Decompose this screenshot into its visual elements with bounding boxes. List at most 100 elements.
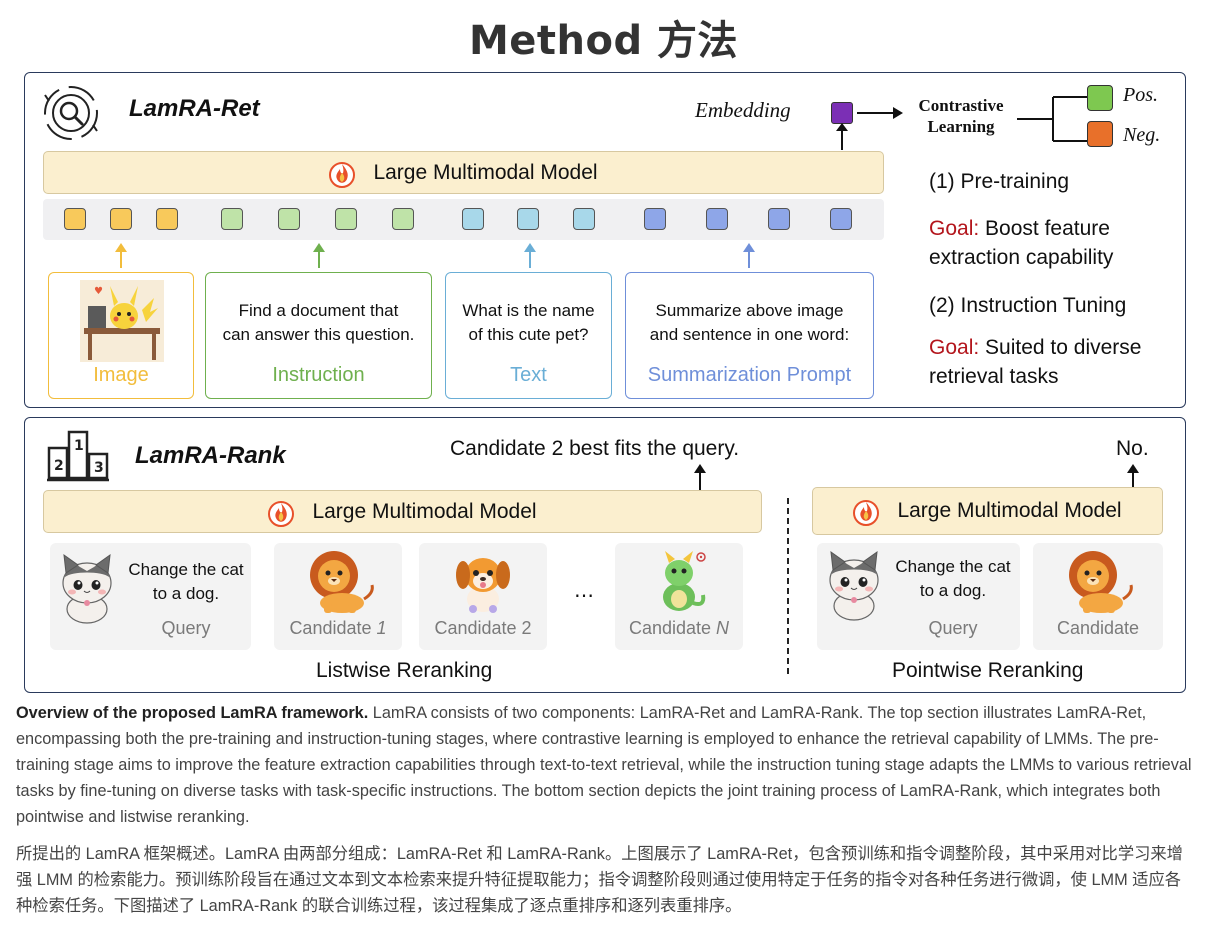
candidate-1-label: Candidate 1	[274, 618, 402, 639]
text-arrow	[524, 243, 536, 268]
pointwise-query-card: Change the cat to a dog. Query	[817, 543, 1020, 650]
candidate-2-card: Candidate 2	[419, 543, 547, 650]
pointwise-candidate-card: Candidate	[1033, 543, 1163, 650]
pikachu-image: ♥	[80, 280, 164, 362]
fire-icon	[329, 161, 356, 188]
image-input-box: ♥ Image	[48, 272, 194, 399]
instruction-label: Instruction	[272, 364, 365, 386]
embedding-token	[831, 102, 853, 124]
negative-label: Neg.	[1123, 124, 1161, 146]
embedding-label: Embedding	[695, 98, 791, 122]
image-token	[156, 208, 178, 230]
summarization-token	[706, 208, 728, 230]
svg-text:3: 3	[94, 460, 104, 476]
summarization-text-line-2: and sentence in one word:	[649, 325, 850, 344]
candidate-1-number: 1	[376, 618, 387, 638]
text-input-line-2: of this cute pet?	[468, 325, 589, 344]
image-arrow	[115, 243, 127, 268]
pointwise-output: No.	[1116, 437, 1149, 460]
summarization-arrow	[743, 243, 755, 268]
cat-image	[829, 550, 879, 621]
goal-2-line-2: retrieval tasks	[929, 365, 1059, 388]
pointwise-query-text-line-1: Change the cat	[895, 557, 1011, 576]
goal-1-line-2: extraction capability	[929, 246, 1114, 269]
candidate-n-word: Candidate	[628, 618, 712, 638]
pointwise-query-text-line-2: to a dog.	[919, 581, 987, 600]
goal-1-word: Goal:	[929, 217, 980, 240]
image-token	[110, 208, 132, 230]
pointwise-query-text: Change the cat to a dog.	[889, 555, 1017, 603]
summarization-text-line-1: Summarize above image	[655, 301, 844, 320]
podium-icon: 2 1 3	[47, 430, 109, 482]
text-token	[517, 208, 539, 230]
summarization-input-box: Summarize above image and sentence in on…	[625, 272, 874, 399]
listwise-reranking-label: Listwise Reranking	[316, 659, 493, 682]
summarization-token	[644, 208, 666, 230]
fire-icon	[268, 500, 295, 527]
pointwise-llm-bar: Large Multimodal Model	[812, 487, 1163, 535]
contrastive-line-2: Learning	[927, 117, 995, 136]
caption-body: LamRA consists of two components: LamRA-…	[16, 704, 1192, 826]
candidate-1-word: Candidate	[289, 618, 372, 638]
stage-pretraining: (1) Pre-training	[929, 170, 1070, 193]
pointwise-output-arrow	[1127, 464, 1139, 489]
instruction-token	[335, 208, 357, 230]
instruction-token	[392, 208, 414, 230]
listwise-output-arrow	[694, 464, 706, 491]
positive-token	[1087, 85, 1113, 111]
svg-text:1: 1	[74, 438, 84, 454]
goal-1-text: Boost feature	[985, 217, 1110, 240]
lion-image	[310, 551, 374, 613]
contrastive-line-1: Contrastive	[918, 96, 1004, 115]
instruction-text-line-1: Find a document that	[238, 301, 399, 320]
dog-image	[456, 558, 510, 613]
instruction-token	[278, 208, 300, 230]
text-input-line-1: What is the name	[462, 301, 595, 320]
caption-english: Overview of the proposed LamRA framework…	[16, 700, 1196, 830]
query-text-line-2: to a dog.	[152, 584, 220, 603]
instruction-text-line-2: can answer this question.	[222, 325, 415, 344]
listwise-llm-bar: Large Multimodal Model	[43, 490, 762, 533]
listwise-output: Candidate 2 best fits the query.	[450, 437, 740, 460]
query-card: Change the cat to a dog. Query	[50, 543, 251, 650]
pos-neg-bracket	[1017, 96, 1089, 142]
lamra-rank-panel: 2 1 3 LamRA-Rank Candidate 2 best fits t…	[24, 417, 1186, 693]
pointwise-llm-label: Large Multimodal Model	[897, 499, 1122, 522]
summarization-label: Summarization Prompt	[647, 364, 852, 386]
lion-image	[1069, 551, 1133, 613]
section-divider	[787, 498, 789, 674]
listwise-llm-label: Large Multimodal Model	[312, 499, 537, 523]
query-text-line-1: Change the cat	[128, 560, 244, 579]
query-text: Change the cat to a dog.	[122, 558, 250, 606]
ellipsis: …	[574, 578, 594, 602]
candidate-1-card: Candidate 1	[274, 543, 402, 650]
text-token	[573, 208, 595, 230]
candidate-n-number: N	[716, 618, 730, 638]
caption-chinese: 所提出的 LamRA 框架概述。LamRA 由两部分组成：LamRA-Ret 和…	[16, 845, 1183, 915]
page-title: Method 方法	[468, 18, 739, 64]
pointwise-query-label: Query	[928, 618, 978, 638]
image-label: Image	[93, 364, 149, 386]
pointwise-reranking-label: Pointwise Reranking	[892, 659, 1084, 682]
cat-image	[62, 553, 112, 624]
ret-llm-label: Large Multimodal Model	[373, 160, 598, 184]
text-label: Text	[510, 364, 547, 386]
candidate-2-label: Candidate 2	[434, 618, 532, 638]
stage-instruction-tuning: (2) Instruction Tuning	[929, 294, 1127, 317]
image-token	[64, 208, 86, 230]
goal-2-text: Suited to diverse	[985, 336, 1142, 359]
lamra-ret-title: LamRA-Ret	[129, 95, 260, 122]
caption-bold: Overview of the proposed LamRA framework…	[16, 704, 369, 722]
goal-2-word: Goal:	[929, 336, 980, 359]
candidate-n-label: Candidate N	[615, 618, 743, 639]
svg-text:♥: ♥	[94, 286, 103, 297]
fire-icon	[853, 500, 880, 526]
dragon-image	[663, 551, 706, 611]
instruction-input-box: Find a document that can answer this que…	[205, 272, 432, 399]
retrieval-icon	[44, 86, 98, 140]
summarization-token	[768, 208, 790, 230]
instruction-arrow	[313, 243, 325, 268]
goal-1-line-1: Goal: Boost feature	[929, 214, 1110, 243]
summarization-token	[830, 208, 852, 230]
lamra-ret-panel: LamRA-Ret Embedding Contrastive Learning…	[24, 72, 1186, 408]
